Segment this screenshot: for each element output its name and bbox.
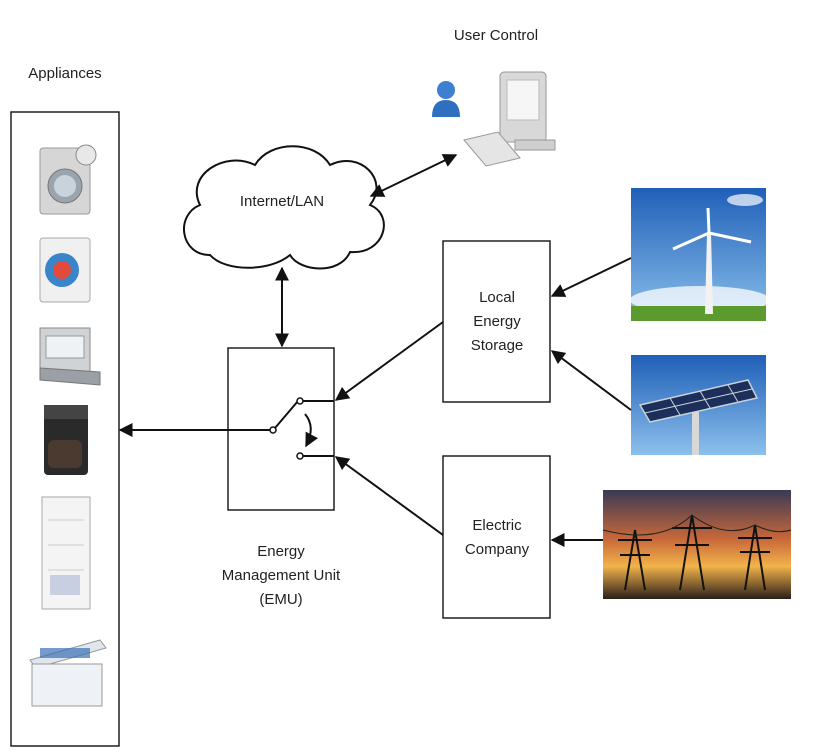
- coffee-maker-icon: [44, 405, 88, 475]
- storage-label-line3: Storage: [471, 337, 524, 354]
- internet-user-link: [369, 154, 458, 197]
- switch-lower-terminal: [296, 452, 304, 460]
- company-label-line2: Company: [465, 541, 530, 558]
- storage-to-emu-arrow: [334, 321, 444, 401]
- emu-label-line2: Management Unit: [222, 567, 341, 584]
- washing-machine-icon: [39, 144, 97, 215]
- wind-to-storage-arrow: [550, 257, 632, 297]
- wind-turbine-image: [630, 188, 770, 321]
- switch-toggle-arrow: [304, 413, 319, 448]
- refrigerator-icon: [41, 496, 91, 610]
- switch-common-terminal: [269, 426, 277, 434]
- appliances-label: Appliances: [28, 65, 101, 82]
- company-to-emu-arrow: [334, 456, 444, 536]
- user-control-label: User Control: [454, 27, 538, 44]
- switch-blade: [274, 400, 299, 429]
- power-lines-image: [602, 490, 792, 599]
- internet-label: Internet/LAN: [240, 193, 324, 210]
- storage-box: [442, 240, 551, 403]
- internet-cloud: [183, 145, 385, 270]
- computer-icon: [463, 71, 556, 167]
- solar-to-storage-arrow: [550, 350, 632, 411]
- user-icon: [432, 81, 460, 117]
- switch-upper-terminal: [296, 397, 304, 405]
- storage-label-line2: Energy: [473, 313, 521, 330]
- company-label-line1: Electric: [472, 517, 522, 534]
- chest-freezer-icon: [29, 639, 107, 707]
- storage-label-line1: Local: [479, 289, 515, 306]
- company-box: [442, 455, 551, 619]
- emu-label-line1: Energy: [257, 543, 305, 560]
- dryer-icon: [39, 237, 91, 303]
- dishwasher-icon: [39, 327, 101, 386]
- emu-label-line3: (EMU): [259, 591, 302, 608]
- solar-panel-image: [631, 355, 766, 455]
